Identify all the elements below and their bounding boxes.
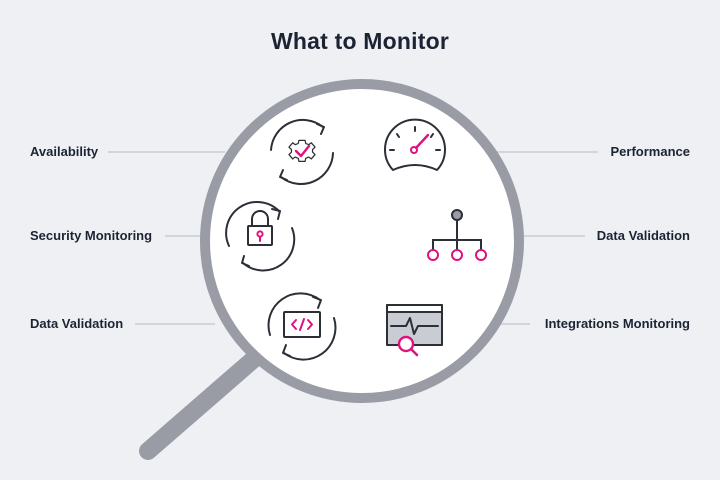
label-integrations-monitoring: Integrations Monitoring [544,316,690,331]
magnifier-handle [139,349,264,460]
refresh-code-window-icon [267,292,337,361]
label-availability: Availability [30,144,99,159]
label-data-validation-right: Data Validation [596,228,690,243]
label-performance: Performance [610,144,690,159]
page-title: What to Monitor [270,28,449,54]
label-security-monitoring: Security Monitoring [30,228,153,243]
hierarchy-tree-icon [427,209,487,261]
speedometer-icon [384,118,446,171]
label-data-validation-left: Data Validation [30,316,124,331]
refresh-gear-check-icon [270,118,334,186]
monitor-pulse-search-icon [386,304,443,357]
refresh-padlock-icon [225,201,296,272]
connector-lines [108,151,598,325]
